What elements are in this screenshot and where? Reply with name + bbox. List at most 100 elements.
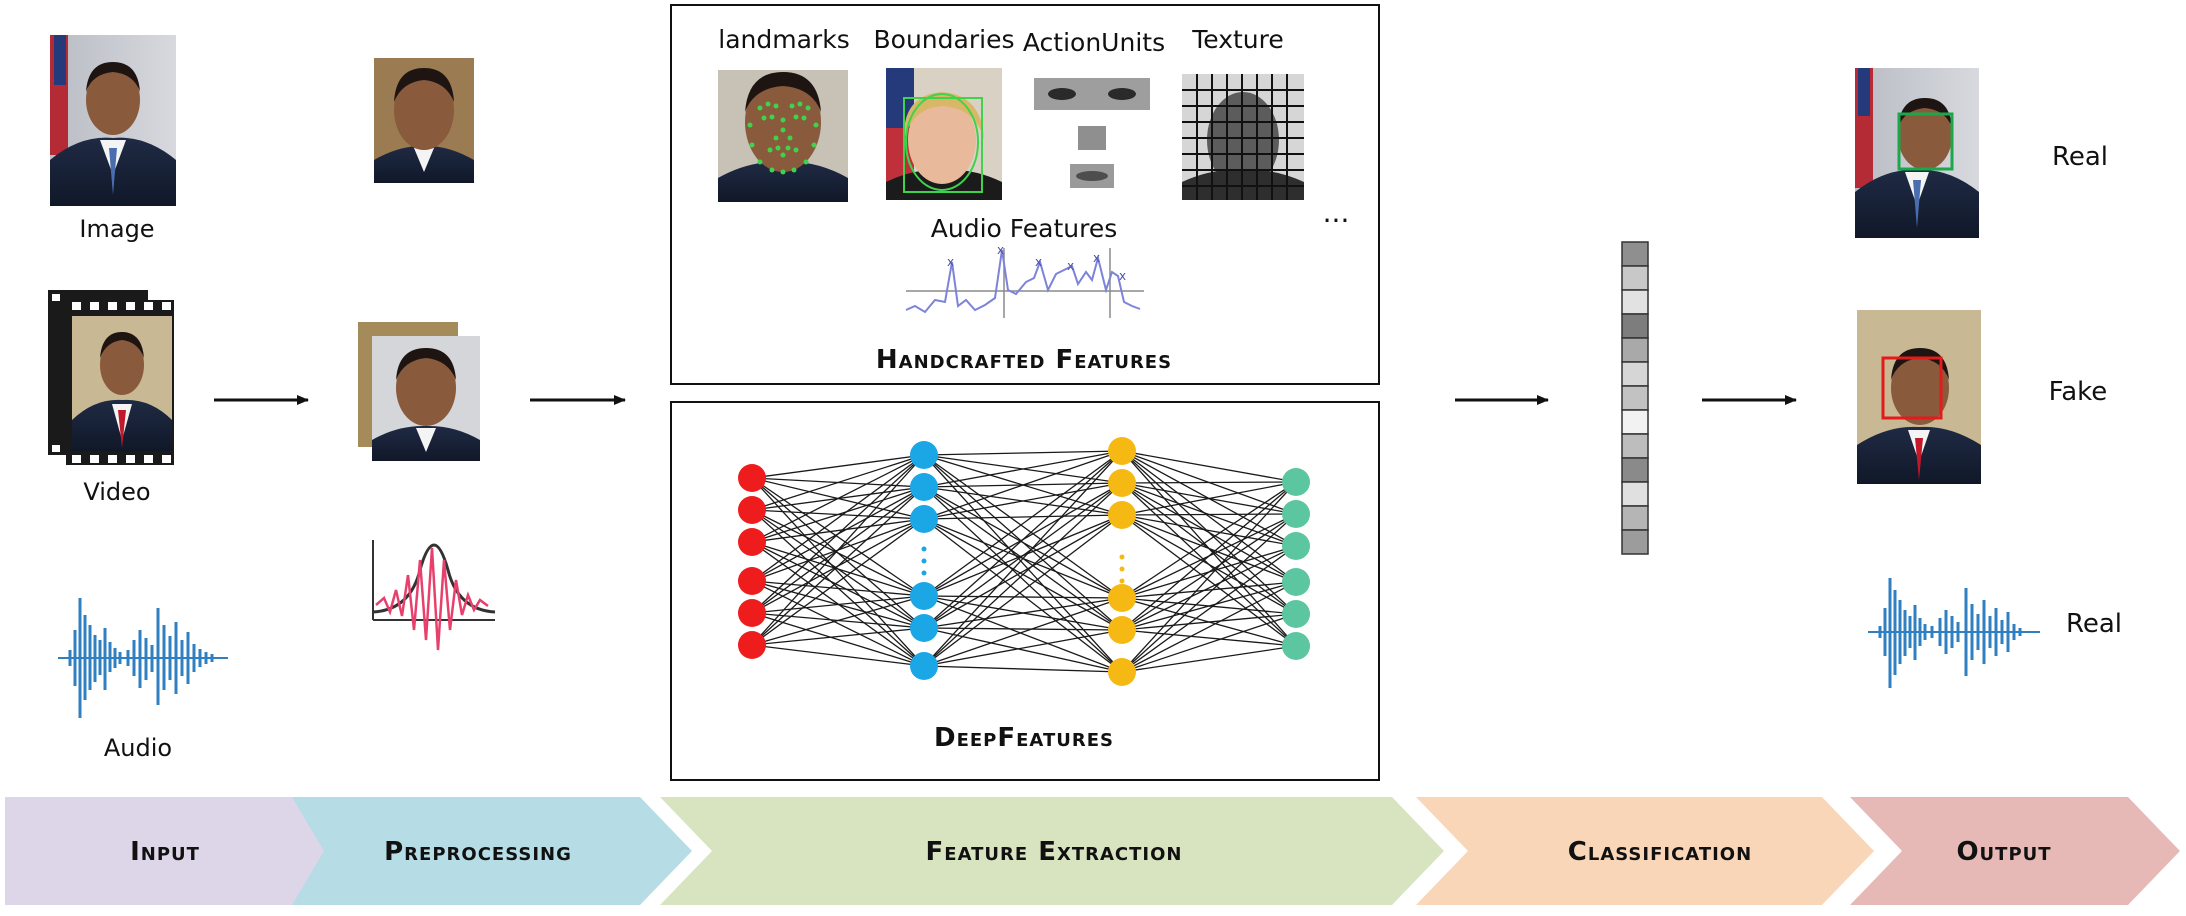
nn-edge <box>1121 481 1297 484</box>
nn-node <box>1282 632 1310 660</box>
nn-edge <box>751 612 925 667</box>
audio-features-label: Audio Features <box>931 214 1118 243</box>
input-video-filmstrip <box>48 290 174 465</box>
feature-vector-cell <box>1621 529 1649 555</box>
boundaries-label: Boundaries <box>874 25 1015 54</box>
svg-text:x: x <box>947 255 954 269</box>
nn-node <box>910 582 938 610</box>
nn-node <box>1108 501 1136 529</box>
nn-node <box>910 441 938 469</box>
nn-edge <box>923 665 1123 673</box>
nn-edge <box>1121 514 1297 583</box>
nn-edge <box>751 454 925 582</box>
stage-output-chevron <box>1850 797 2180 905</box>
output-fake-image <box>1857 310 1981 484</box>
preprocess-audio-spectral-icon <box>372 540 496 651</box>
preprocess-cropped-face <box>374 58 474 183</box>
nn-node <box>1108 437 1136 465</box>
nn-edge <box>751 518 925 543</box>
svg-text:x: x <box>997 243 1004 257</box>
feature-vector-cell <box>1621 457 1649 483</box>
preprocess-face-frames <box>358 322 480 461</box>
neural-network-edges <box>751 450 1297 673</box>
landmarks-face-thumbnail <box>718 70 848 202</box>
nn-node <box>738 528 766 556</box>
nn-edge <box>923 450 1123 667</box>
nn-edge <box>923 454 1123 599</box>
nn-edge <box>751 477 925 597</box>
deep-features-title: DeepFeatures <box>934 723 1114 753</box>
nn-edge <box>1121 481 1297 631</box>
nn-edge <box>923 450 1123 597</box>
nn-edge <box>751 595 925 614</box>
nn-edge <box>923 482 1123 629</box>
image-label: Image <box>79 215 154 243</box>
output-result-2: Fake <box>2049 377 2108 407</box>
nn-edge <box>751 509 925 597</box>
nn-edge <box>751 627 925 646</box>
nn-edge <box>1121 613 1297 673</box>
output-real-image <box>1855 68 1979 238</box>
output-result-3: Real <box>2066 609 2122 639</box>
stage-label-feature-extraction: Feature Extraction <box>926 837 1183 867</box>
stage-preprocessing-chevron <box>292 797 692 905</box>
feature-vector-cell <box>1621 313 1649 339</box>
nn-edge <box>1121 581 1297 673</box>
nn-edge <box>1121 645 1297 673</box>
nn-node <box>910 614 938 642</box>
nn-edge <box>751 541 925 597</box>
nn-edge <box>1121 513 1297 673</box>
stage-classification-chevron <box>1416 797 1874 905</box>
nn-node <box>738 464 766 492</box>
nn-edge <box>1121 450 1297 483</box>
feature-vector-cell <box>1621 433 1649 459</box>
output-audio-waveform <box>1868 578 2040 688</box>
landmarks-label: landmarks <box>718 25 849 54</box>
nn-edge <box>1121 481 1297 673</box>
stage-label-classification: Classification <box>1568 837 1752 867</box>
nn-node <box>910 473 938 501</box>
nn-edge <box>923 514 1123 667</box>
input-image-portrait <box>50 35 176 206</box>
nn-node <box>1108 658 1136 686</box>
nn-edge <box>923 450 1123 629</box>
nn-edge <box>751 454 925 543</box>
nn-edge <box>1121 581 1297 599</box>
feature-vector-cell <box>1621 385 1649 411</box>
nn-edge <box>923 629 1123 667</box>
nn-node <box>738 567 766 595</box>
stage-feature-extraction-chevron <box>660 797 1444 905</box>
nn-edge <box>1121 513 1297 631</box>
texture-grid-thumbnail <box>1182 74 1304 200</box>
nn-node <box>1282 468 1310 496</box>
feature-vector-cell <box>1621 481 1649 507</box>
nn-edge <box>751 541 925 629</box>
nn-edge <box>923 450 1123 456</box>
nn-edge <box>923 482 1123 667</box>
svg-text:x: x <box>1119 269 1126 283</box>
handcrafted-features-title: Handcrafted Features <box>876 345 1172 375</box>
audio-label: Audio <box>104 734 172 762</box>
nn-node <box>1282 500 1310 528</box>
nn-edge <box>751 477 925 667</box>
feature-vector-cell <box>1621 337 1649 363</box>
neural-network-nodes <box>738 437 1310 686</box>
nn-edge <box>1121 545 1297 673</box>
nn-edge <box>923 486 1123 599</box>
nn-edge <box>751 595 925 646</box>
nn-edge <box>923 627 1123 631</box>
nn-edge <box>751 486 925 543</box>
nn-edge <box>1121 481 1297 516</box>
nn-edge <box>923 597 1123 629</box>
nn-edge <box>923 514 1123 629</box>
hidden-layer-dots <box>921 546 1125 584</box>
nn-edge <box>751 644 925 667</box>
nn-node <box>1282 600 1310 628</box>
nn-edge <box>1121 481 1297 599</box>
nn-node <box>1282 568 1310 596</box>
nn-edge <box>751 580 925 597</box>
nn-edge <box>923 482 1123 520</box>
nn-edge <box>923 518 1123 673</box>
